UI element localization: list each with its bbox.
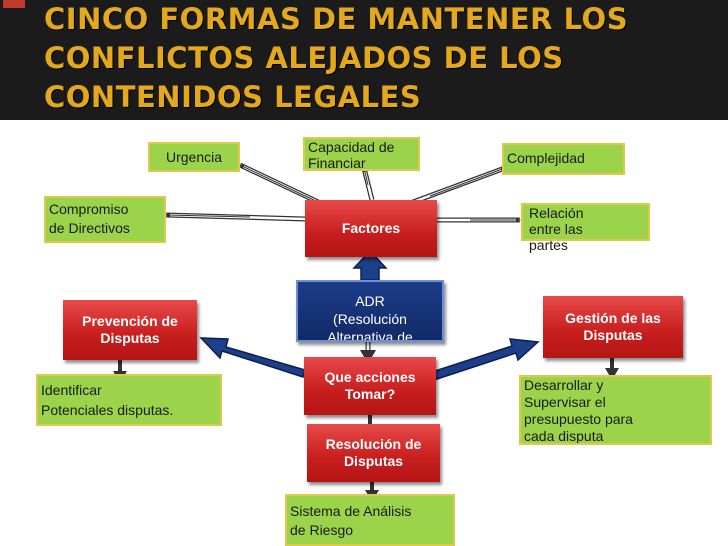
arrow-factores-to-complejidad xyxy=(404,165,506,208)
box-prevencion-de-disputas: Prevención de Disputas xyxy=(63,300,197,360)
box-compromiso-de-directivos: Compromiso de Directivos xyxy=(44,196,166,243)
block-arrow-to-prevencion xyxy=(199,337,306,378)
box-desarrollar-supervisar: Desarrollar y Supervisar el presupuesto … xyxy=(519,375,712,445)
box-complejidad: Complejidad xyxy=(502,143,625,175)
box-sistema-de-analisis-de-riesgo: Sistema de Análisis de Riesgo xyxy=(285,494,455,546)
arrow-factores-to-capacidad xyxy=(361,167,375,201)
title-bar: CINCO FORMAS DE MANTENER LOS CONFLICTOS … xyxy=(0,0,728,120)
adr-label: ADR (Resolución Alternativa de Conflicto… xyxy=(327,293,413,342)
arrow-factores-to-compromiso xyxy=(165,212,306,222)
box-adr-resolucion-alternativa: ADR (Resolución Alternativa de Conflicto… xyxy=(296,280,444,342)
box-relacion-entre-las-partes: Relación entre las partes xyxy=(521,203,650,253)
box-que-acciones-tomar: Que acciones Tomar? xyxy=(304,357,436,415)
box-identificar-potenciales-disputas: Identificar Potenciales disputas. xyxy=(36,374,222,426)
box-urgencia: Urgencia xyxy=(148,142,240,172)
box-gestion-de-las-disputas: Gestión de las Disputas xyxy=(543,296,683,358)
slide-title: CINCO FORMAS DE MANTENER LOS CONFLICTOS … xyxy=(44,2,629,114)
block-arrow-adr-to-factores xyxy=(352,249,388,281)
block-arrow-to-gestion xyxy=(431,338,540,381)
box-resolucion-de-disputas: Resolución de Disputas xyxy=(307,424,440,482)
arrow-gestion-to-desarrollar xyxy=(605,358,619,380)
box-capacidad-de-financiar: Capacidad de Financiar xyxy=(303,137,420,171)
title-bullet-mark xyxy=(3,0,25,8)
box-factores: Factores xyxy=(305,200,437,257)
